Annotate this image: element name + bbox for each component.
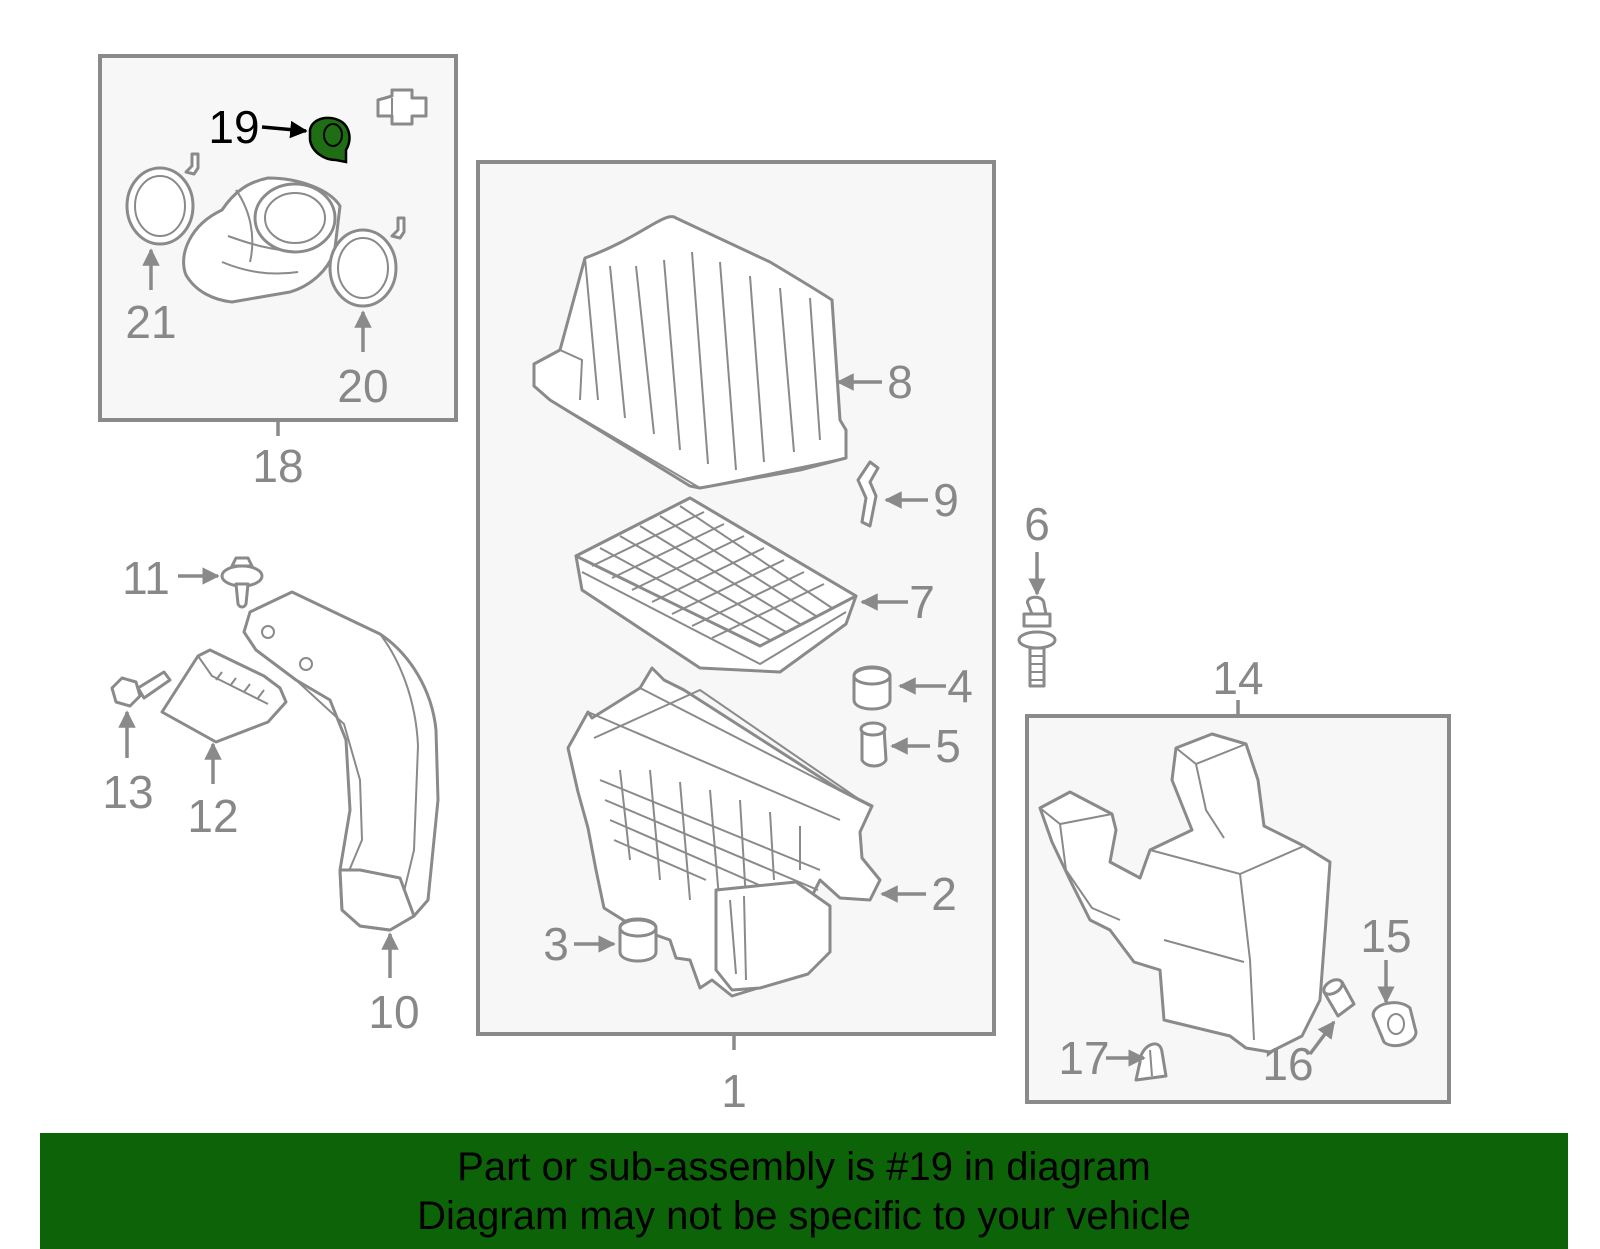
callout-5[interactable]: 5 <box>935 720 961 772</box>
callout-15[interactable]: 15 <box>1360 910 1411 962</box>
grommet-15[interactable] <box>1371 1001 1418 1048</box>
grommet-3[interactable] <box>618 917 658 963</box>
breather-valve[interactable] <box>376 88 428 126</box>
bolt-11[interactable] <box>220 556 264 609</box>
callout-21[interactable]: 21 <box>125 296 176 348</box>
hose-clamp-21[interactable] <box>125 152 200 246</box>
resonator-14[interactable] <box>1038 732 1332 1054</box>
notice-line-2: Diagram may not be specific to your vehi… <box>417 1194 1191 1238</box>
notice-line-1: Part or sub-assembly is #19 in diagram <box>457 1145 1151 1189</box>
callout-8[interactable]: 8 <box>887 356 913 408</box>
callout-17[interactable]: 17 <box>1058 1032 1109 1084</box>
collar-16[interactable] <box>1321 977 1356 1018</box>
callout-2[interactable]: 2 <box>931 868 957 920</box>
hose-clamp-20[interactable] <box>328 216 406 308</box>
callout-14[interactable]: 14 <box>1212 652 1263 704</box>
callout-1[interactable]: 1 <box>721 1065 747 1117</box>
air-cleaner-upper-cover[interactable] <box>532 215 848 490</box>
bolt-6[interactable] <box>1017 595 1057 688</box>
callout-13[interactable]: 13 <box>102 766 153 818</box>
callout-16[interactable]: 16 <box>1262 1038 1313 1090</box>
clip-9[interactable] <box>856 460 880 528</box>
callout-20[interactable]: 20 <box>337 360 388 412</box>
bolt-13[interactable] <box>110 670 172 708</box>
grommet-4[interactable] <box>852 665 892 711</box>
bracket-12[interactable] <box>160 648 288 744</box>
part-notice-banner: Part or sub-assembly is #19 in diagram D… <box>40 1133 1568 1249</box>
callout-18[interactable]: 18 <box>252 440 303 492</box>
collar-5[interactable] <box>859 721 888 768</box>
air-duct-10[interactable] <box>242 590 440 932</box>
callout-7[interactable]: 7 <box>909 576 935 628</box>
callout-19[interactable]: 19 <box>208 101 259 153</box>
filter-element[interactable] <box>574 496 858 674</box>
part-19-grommet-highlighted[interactable] <box>308 116 351 164</box>
callout-4[interactable]: 4 <box>947 660 973 712</box>
callout-9[interactable]: 9 <box>933 474 959 526</box>
callout-10[interactable]: 10 <box>368 986 419 1038</box>
callout-12[interactable]: 12 <box>187 790 238 842</box>
intake-hose[interactable] <box>182 176 342 304</box>
callout-3[interactable]: 3 <box>543 918 569 970</box>
callout-6[interactable]: 6 <box>1024 498 1050 550</box>
callout-11[interactable]: 11 <box>122 552 170 604</box>
